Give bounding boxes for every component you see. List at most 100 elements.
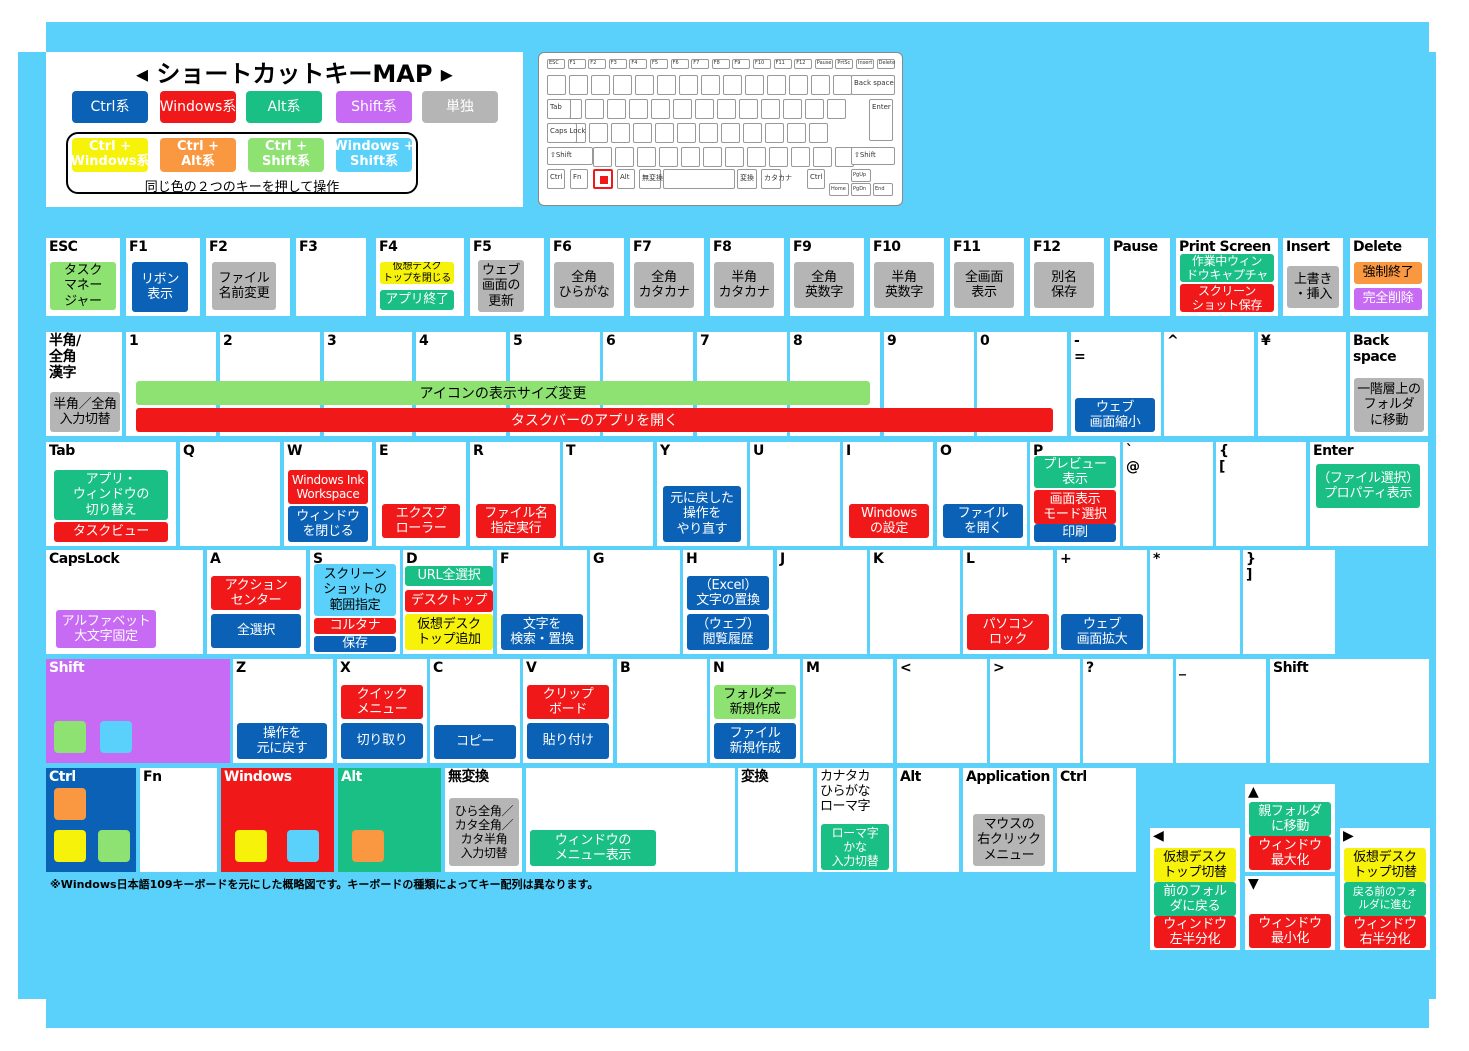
key-key[interactable]: >	[990, 659, 1080, 763]
key-key[interactable]: ` @	[1123, 442, 1213, 546]
key-q[interactable]: Q	[180, 442, 280, 546]
arrow-up-icon: ▲	[1248, 784, 1259, 800]
key-key[interactable]: } ]	[1243, 550, 1335, 654]
key-h[interactable]: H（Excel） 文字の置換（ウェブ） 閲覧履歴	[683, 550, 773, 654]
key-key[interactable]: _	[1176, 659, 1266, 763]
key-pause[interactable]: Pause	[1110, 238, 1170, 316]
key-k[interactable]: K	[870, 550, 960, 654]
key-j[interactable]: J	[777, 550, 867, 654]
key-key[interactable]: 半角/ 全角 漢字半角／全角 入力切替	[46, 332, 122, 436]
arrow-key-left[interactable]: ◀仮想デスク トップ切替前のフォル ダに戻るウィンドウ 左半分化	[1150, 828, 1240, 950]
key-key[interactable]: +ウェブ 画面拡大	[1057, 550, 1147, 654]
mini-key-label: Ctrl	[810, 173, 823, 181]
key-ctrl[interactable]: Ctrl	[46, 768, 136, 872]
key-f3[interactable]: F3	[296, 238, 366, 316]
key-windows[interactable]: Windows	[221, 768, 334, 872]
mini-key-label: PgDn	[853, 186, 867, 192]
mini-key-label: F4	[631, 60, 638, 66]
key-key[interactable]: ?	[1083, 659, 1173, 763]
mini-key: F2	[588, 59, 607, 69]
arrow-label-red: ウィンドウ 最大化	[1249, 836, 1331, 870]
key-shift[interactable]: Shift	[1270, 659, 1429, 763]
mini-key: F8	[711, 59, 730, 69]
key-key[interactable]: *	[1150, 550, 1240, 654]
key-key[interactable]: 無変換ひら全角／ カタ全角／ カタ半角 入力切替	[445, 768, 522, 872]
key-name: Alt	[900, 769, 921, 785]
key-key[interactable]: カナタカ ひらがな ローマ字ローマ字 かな 入力切替	[817, 768, 893, 872]
key-t[interactable]: T	[563, 442, 653, 546]
key-label-blue: 文字を 検索・置換	[501, 614, 583, 650]
arrow-key-down[interactable]: ▼ウィンドウ 最小化	[1245, 876, 1335, 950]
key-alt[interactable]: Alt	[338, 768, 441, 872]
mini-key	[805, 99, 824, 119]
key-shift[interactable]: Shift	[46, 659, 230, 763]
footnote: ※Windows日本語109キーボードを元にした概略図です。キーボードの種類によ…	[50, 878, 599, 891]
key-label-red: エクスプ ローラー	[382, 504, 460, 538]
key-alt[interactable]: Alt	[897, 768, 959, 872]
key-ctrl[interactable]: Ctrl	[1057, 768, 1136, 872]
key-name: L	[966, 551, 975, 567]
key-name: Z	[236, 660, 246, 676]
arrow-key-up[interactable]: ▲親フォルダ に移動ウィンドウ 最大化	[1245, 784, 1335, 872]
key-b[interactable]: B	[617, 659, 707, 763]
key-name: Application	[966, 769, 1050, 785]
key-enter[interactable]: Enter（ファイル選択） プロパティ表示	[1310, 442, 1428, 546]
key-fn[interactable]: Fn	[140, 768, 217, 872]
mini-key	[721, 123, 740, 143]
mini-key	[699, 123, 718, 143]
key-name: D	[406, 551, 418, 567]
arrow-key-right[interactable]: ▶仮想デスク トップ切替戻る前のフォ ルダに進むウィンドウ 右半分化	[1340, 828, 1430, 950]
key-key[interactable]: <	[897, 659, 987, 763]
key-key[interactable]: ¥	[1258, 332, 1346, 436]
key-m[interactable]: M	[803, 659, 893, 763]
mini-key-shift: ⇧Shift	[547, 147, 593, 165]
key-g[interactable]: G	[590, 550, 680, 654]
key-blank[interactable]: ウィンドウの メニュー表示	[526, 768, 735, 872]
key-key[interactable]: - =ウェブ 画面縮小	[1071, 332, 1161, 436]
mini-key-label: Delete	[878, 60, 896, 66]
key-key[interactable]: { [	[1216, 442, 1306, 546]
key-key[interactable]: 変換	[738, 768, 813, 872]
key-name: ¥	[1261, 333, 1271, 349]
key-key[interactable]: ^	[1164, 332, 1254, 436]
key-label-blue: リボン 表示	[132, 262, 188, 312]
key-u[interactable]: U	[750, 442, 840, 546]
